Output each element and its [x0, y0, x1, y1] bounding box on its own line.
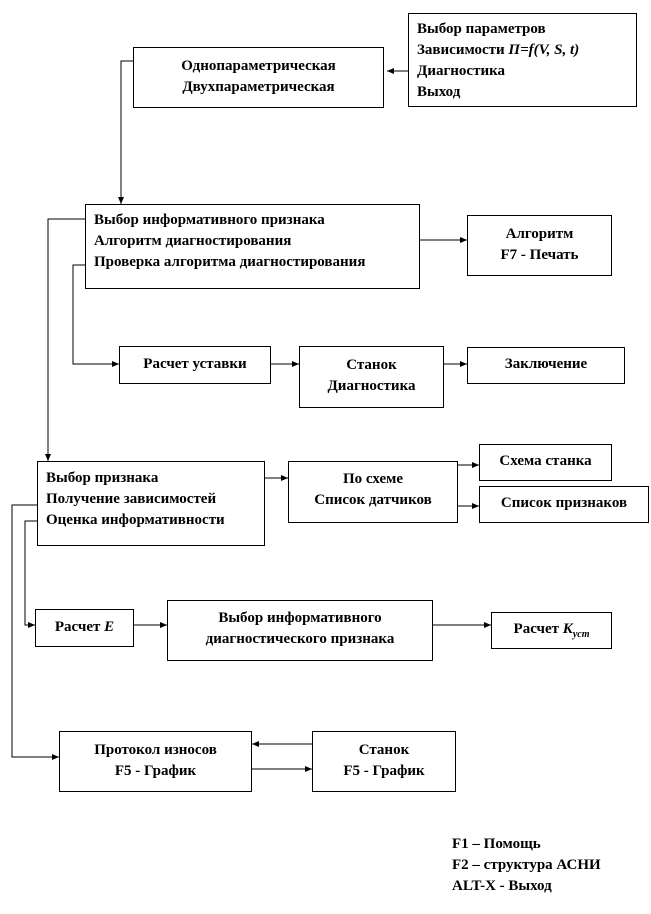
machine-diag-title: Станок	[346, 357, 397, 373]
setpoint-label: Расчет уставки	[143, 356, 247, 372]
machine-diagnostics-box: Станок Диагностика	[299, 346, 444, 408]
feature-selection-box: Выбор признака Получение зависимостей Оц…	[37, 461, 265, 546]
conclusion-box: Заключение	[467, 347, 625, 384]
main-menu-box: Выбор параметров Зависимости П=f(V, S, t…	[408, 13, 637, 107]
by-scheme-box: По схеме Список датчиков	[288, 461, 458, 523]
informative-diag-feature-box: Выбор информативного диагностического пр…	[167, 600, 433, 661]
algorithm-print: F7 - Печать	[500, 247, 579, 263]
informative-algorithm: Алгоритм диагностирования	[94, 233, 292, 249]
calc-e-label: Расчет E	[54, 619, 115, 635]
calc-k-label: Расчет Kуст	[513, 621, 590, 640]
param-type-single: Однопараметрическая	[181, 58, 336, 74]
feature-evaluation: Оценка информативности	[46, 512, 225, 528]
hotkey-exit: ALT-X - Выход	[452, 878, 552, 894]
machine-graph-title: Станок	[358, 742, 410, 758]
setpoint-box: Расчет уставки	[119, 346, 271, 384]
arrow-feature-to-calc-e	[24, 520, 37, 628]
machine-diag-label: Диагностика	[327, 378, 416, 394]
feature-select: Выбор признака	[46, 470, 159, 486]
wear-protocol-box: Протокол износов F5 - График	[59, 731, 252, 792]
wear-protocol-title: Протокол износов	[94, 742, 217, 758]
wear-protocol-graph: F5 - График	[114, 763, 197, 779]
machine-scheme-box: Схема станка	[479, 444, 612, 481]
diag-feature-line-1: Выбор информативного	[218, 610, 382, 626]
algorithm-title: Алгоритм	[505, 226, 574, 242]
feature-list-box: Список признаков	[479, 486, 649, 523]
param-type-double: Двухпараметрическая	[182, 79, 335, 95]
informative-select: Выбор информативного признака	[94, 212, 325, 228]
calc-k-box: Расчет Kуст	[491, 612, 612, 649]
conclusion-label: Заключение	[504, 356, 588, 372]
calc-e-box: Расчет E	[35, 609, 134, 647]
machine-graph-box: Станок F5 - График	[312, 731, 456, 792]
diag-feature-line-2: диагностического признака	[205, 631, 395, 647]
arrow-param-to-informative	[118, 60, 133, 204]
informative-feature-box: Выбор информативного признака Алгоритм д…	[85, 204, 420, 289]
feature-list-label: Список признаков	[500, 495, 628, 511]
arrow-feature-to-protocol	[11, 504, 59, 760]
hotkey-structure: F2 – структура АСНИ	[452, 857, 601, 873]
main-menu-item-dependencies: Зависимости П=f(V, S, t)	[417, 42, 580, 58]
arrow-informative-to-feature	[45, 218, 85, 461]
hotkey-help: F1 – Помощь	[452, 836, 541, 852]
machine-scheme-label: Схема станка	[499, 453, 592, 469]
by-scheme-title: По схеме	[342, 471, 404, 487]
algorithm-box: Алгоритм F7 - Печать	[467, 215, 612, 276]
arrow-informative-to-setpoint	[72, 264, 119, 367]
main-menu-item-params: Выбор параметров	[417, 21, 546, 37]
machine-graph-label: F5 - График	[343, 763, 425, 779]
informative-check: Проверка алгоритма диагностирования	[94, 254, 366, 270]
hotkey-legend: F1 – Помощь F2 – структура АСНИ ALT-X - …	[452, 834, 601, 897]
feature-dependencies: Получение зависимостей	[46, 491, 217, 507]
main-menu-item-exit: Выход	[417, 84, 461, 100]
sensor-list-label: Список датчиков	[314, 492, 432, 508]
param-type-box: Однопараметрическая Двухпараметрическая	[133, 47, 384, 108]
main-menu-item-diagnostics: Диагностика	[417, 63, 506, 79]
